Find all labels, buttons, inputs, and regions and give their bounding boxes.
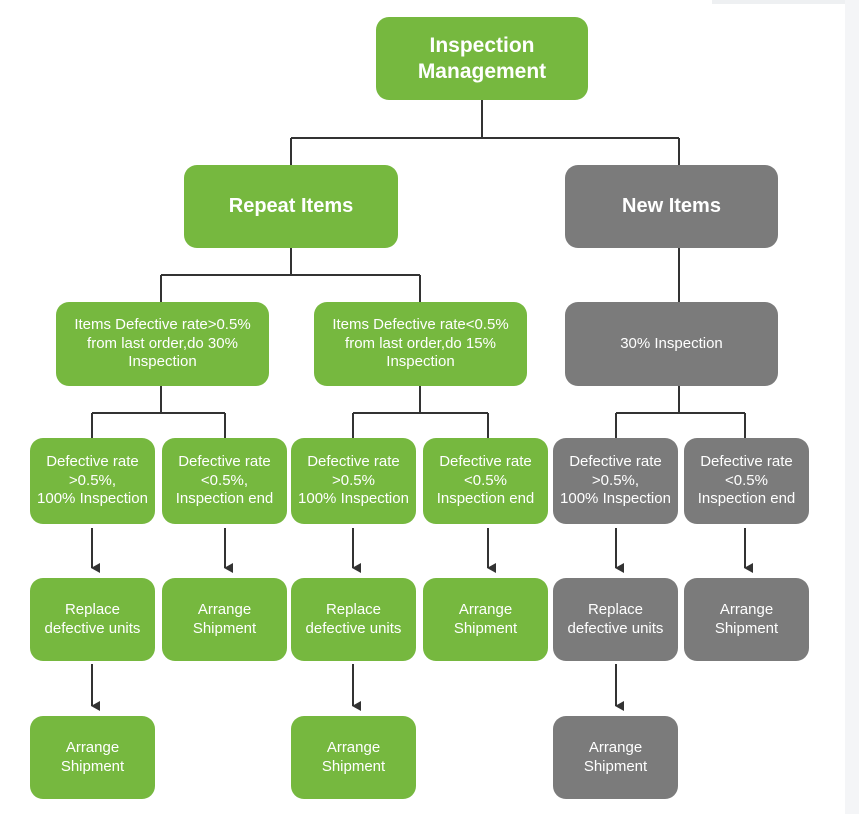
connector-root	[290, 100, 680, 165]
over-final-shipment-node: Arrange Shipment	[30, 716, 155, 799]
under-high-node: Defective rate >0.5% 100% Inspection	[291, 438, 416, 524]
new-low-node: Defective rate <0.5% Inspection end	[684, 438, 809, 524]
new-replace-node: Replace defective units	[553, 578, 678, 661]
under-replace-node: Replace defective units	[291, 578, 416, 661]
new-final-shipment-node: Arrange Shipment	[553, 716, 678, 799]
defect-under-node: Items Defective rate<0.5% from last orde…	[314, 302, 527, 386]
connector-repeat	[160, 248, 421, 302]
new-high-node: Defective rate >0.5%, 100% Inspection	[553, 438, 678, 524]
new-inspection-node: 30% Inspection	[565, 302, 778, 386]
connector-under	[352, 386, 489, 438]
over-shipment-node: Arrange Shipment	[162, 578, 287, 661]
scrollbar-track[interactable]	[845, 0, 859, 814]
over-replace-node: Replace defective units	[30, 578, 155, 661]
defect-over-node: Items Defective rate>0.5% from last orde…	[56, 302, 269, 386]
connector-inspect	[615, 386, 746, 438]
under-low-node: Defective rate <0.5% Inspection end	[423, 438, 548, 524]
window-top-edge	[712, 0, 859, 4]
under-shipment-node: Arrange Shipment	[423, 578, 548, 661]
over-low-node: Defective rate <0.5%, Inspection end	[162, 438, 287, 524]
new-items-node: New Items	[565, 165, 778, 248]
root-node: Inspection Management	[376, 17, 588, 100]
under-final-shipment-node: Arrange Shipment	[291, 716, 416, 799]
new-shipment-node: Arrange Shipment	[684, 578, 809, 661]
connector-over	[91, 386, 226, 438]
over-high-node: Defective rate >0.5%, 100% Inspection	[30, 438, 155, 524]
repeat-items-node: Repeat Items	[184, 165, 398, 248]
